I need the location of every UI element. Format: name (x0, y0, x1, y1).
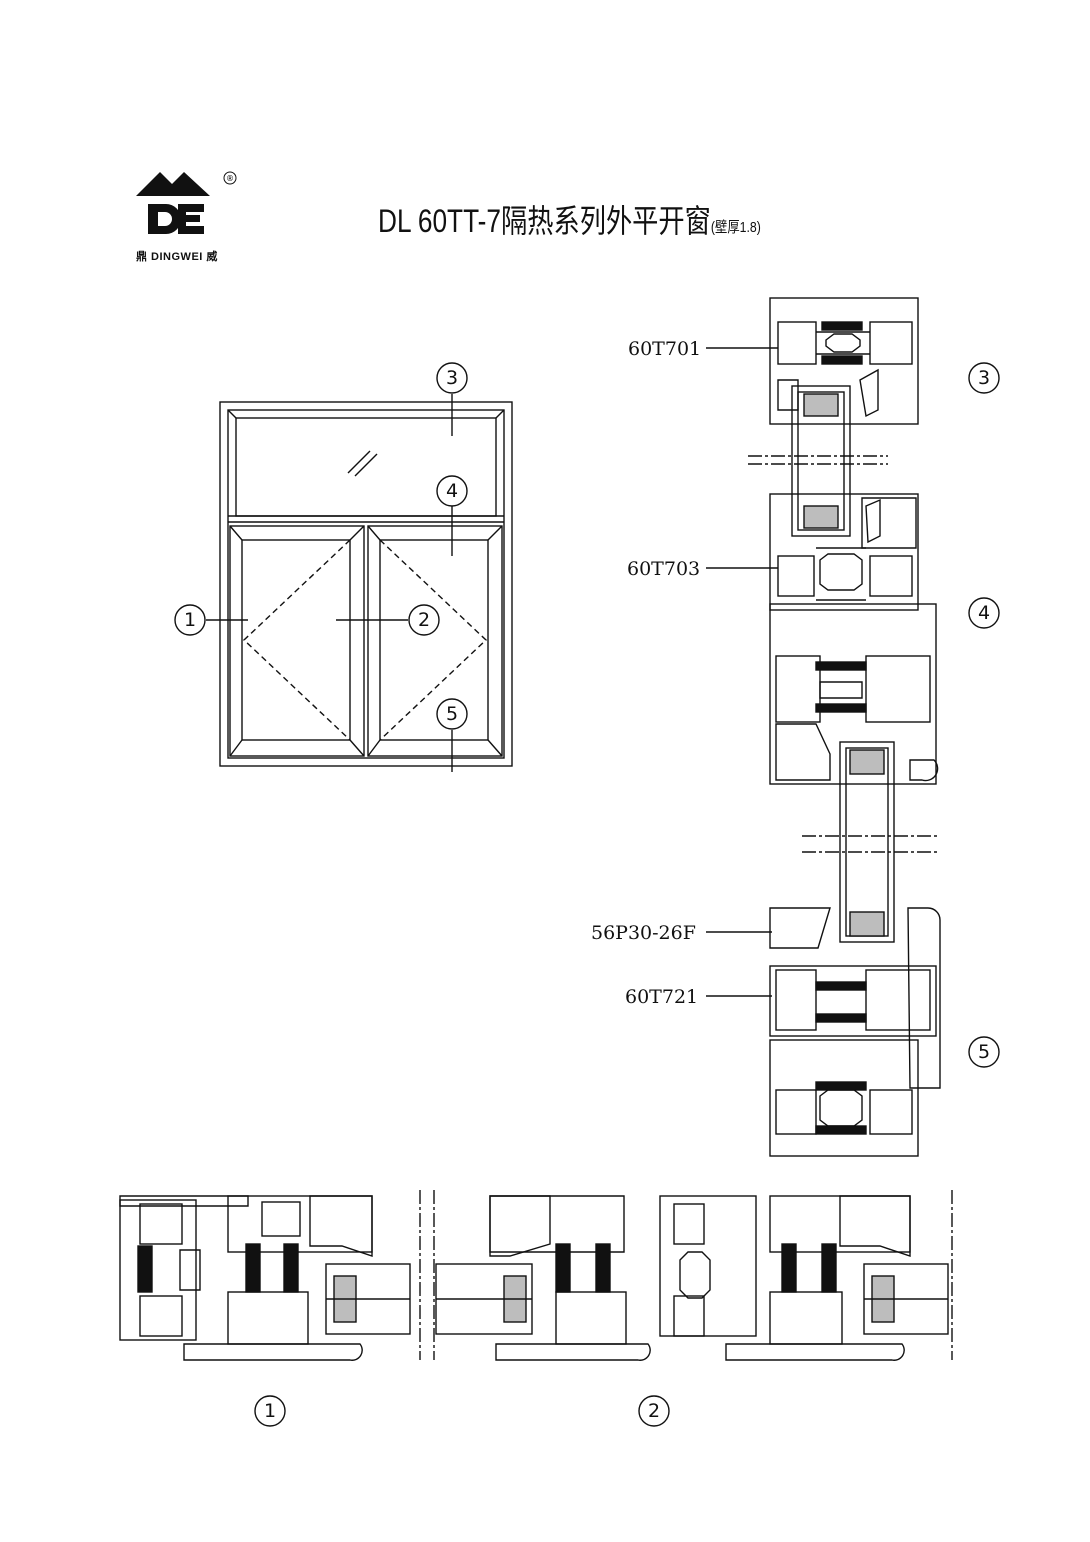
callout-4-section: 4 (968, 597, 1000, 629)
callout-5-elevation: 5 (436, 698, 468, 730)
svg-text:4: 4 (978, 602, 990, 624)
svg-text:3: 3 (446, 367, 458, 389)
svg-text:1: 1 (184, 609, 196, 631)
title-main: DL 60TT-7隔热系列外平开窗 (378, 203, 711, 239)
callout-2-section: 2 (638, 1395, 670, 1427)
svg-text:5: 5 (978, 1041, 990, 1063)
svg-text:3: 3 (978, 367, 990, 389)
window-elevation (206, 394, 513, 772)
callout-3-section: 3 (968, 362, 1000, 394)
profile-label-60T703: 60T703 (627, 558, 700, 580)
callout-1-elevation: 1 (174, 604, 206, 636)
svg-text:4: 4 (446, 480, 458, 502)
vertical-section (706, 297, 941, 1157)
svg-text:2: 2 (648, 1400, 660, 1422)
drawing-title: DL 60TT-7隔热系列外平开窗(壁厚1.8) (378, 196, 761, 242)
horizontal-section-2 (433, 1190, 953, 1361)
svg-text:1: 1 (264, 1400, 276, 1422)
svg-text:5: 5 (446, 703, 458, 725)
registered-mark: ® (226, 174, 234, 183)
profile-label-56P30-26F: 56P30-26F (591, 922, 696, 944)
svg-text:2: 2 (418, 609, 430, 631)
callout-3-elevation: 3 (436, 362, 468, 394)
brand-caption: 鼎 DINGWEI 威 (136, 251, 218, 263)
title-subtitle: (壁厚1.8) (710, 219, 761, 236)
callout-4-elevation: 4 (436, 475, 468, 507)
callout-2-elevation: 2 (408, 604, 440, 636)
profile-label-60T701: 60T701 (628, 338, 701, 360)
callout-5-section: 5 (968, 1036, 1000, 1068)
horizontal-section-1 (119, 1190, 421, 1361)
callout-1-section: 1 (254, 1395, 286, 1427)
dingwei-logo: ® (136, 171, 237, 234)
profile-label-60T721: 60T721 (625, 986, 698, 1008)
